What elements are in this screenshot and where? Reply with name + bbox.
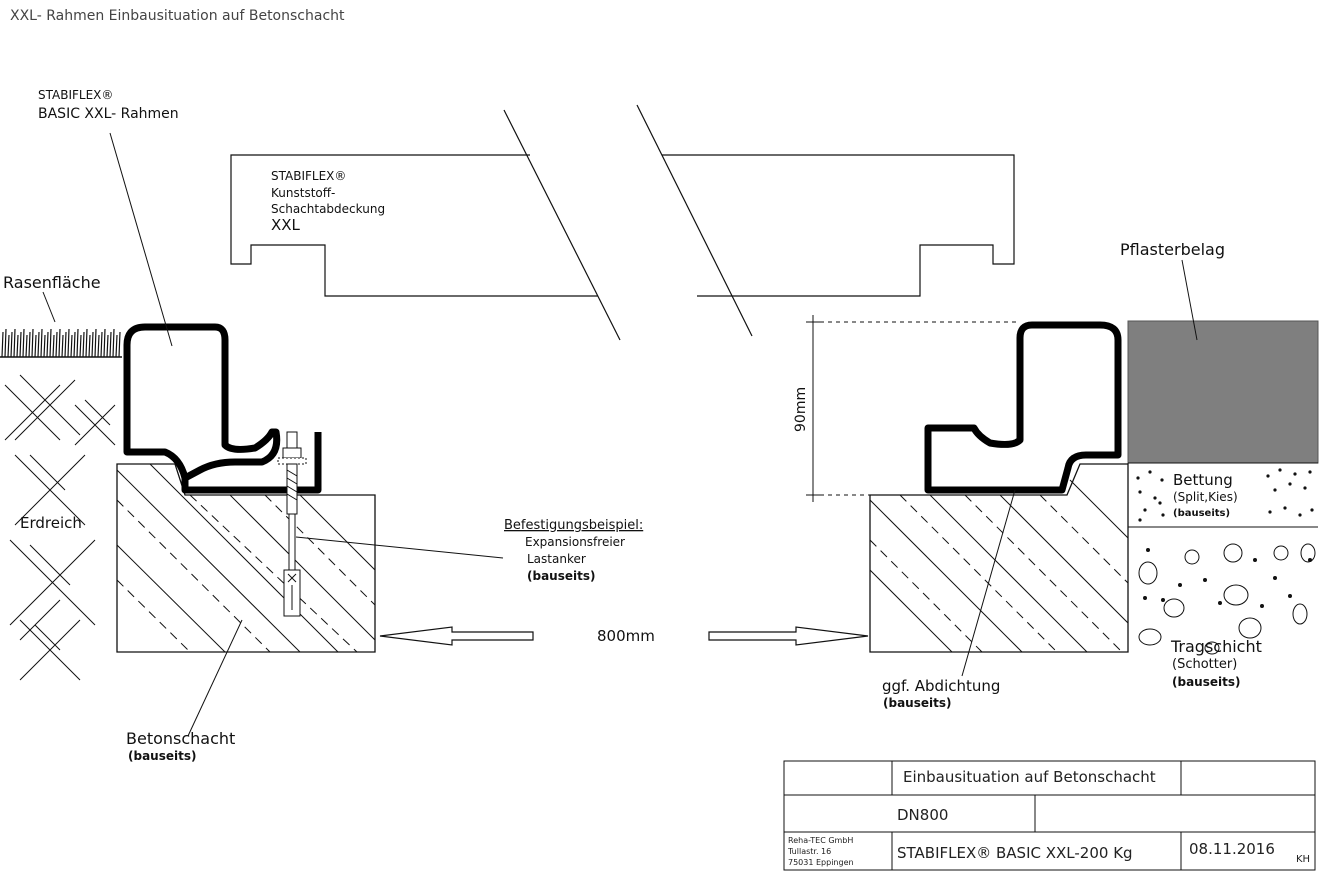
right-frame-profile bbox=[924, 321, 1122, 494]
title-block-author: KH bbox=[1296, 854, 1310, 865]
height-dimension bbox=[806, 315, 1020, 502]
cover-line1-label: Kunststoff- bbox=[271, 186, 335, 200]
fixing-title-label: Befestigungsbeispiel: bbox=[504, 518, 643, 533]
base-layer-detail-label: (Schotter) bbox=[1172, 657, 1237, 672]
bedding-layer bbox=[1127, 462, 1318, 652]
title-block-company-line3: 75031 Eppingen bbox=[788, 858, 854, 867]
title-block-description: Einbausituation auf Betonschacht bbox=[903, 768, 1156, 786]
frame-name-label: BASIC XXL- Rahmen bbox=[38, 106, 179, 122]
cover-outline bbox=[230, 104, 1015, 341]
sealing-note-label: (bauseits) bbox=[883, 696, 951, 710]
fixing-note-label: (bauseits) bbox=[527, 569, 595, 583]
bedding-gravel-dots bbox=[1136, 468, 1314, 608]
fixing-line1-label: Expansionsfreier bbox=[525, 535, 625, 549]
title-block-product: STABIFLEX® BASIC XXL-200 Kg bbox=[897, 844, 1133, 862]
base-layer-note-label: (bauseits) bbox=[1172, 675, 1240, 689]
drawing-title: XXL- Rahmen Einbausituation auf Betonsch… bbox=[10, 8, 345, 24]
width-dimension-label: 800mm bbox=[597, 627, 655, 645]
title-block-size: DN800 bbox=[897, 806, 948, 824]
paving-label: Pflasterbelag bbox=[1120, 240, 1225, 259]
left-frame-profile bbox=[123, 323, 322, 494]
bedding-label: Bettung bbox=[1173, 471, 1233, 489]
soil-hatch bbox=[4, 374, 116, 681]
fixing-line2-label: Lastanker bbox=[527, 552, 586, 566]
leader-lines bbox=[42, 132, 1198, 737]
title-block-company-line2: Tullastr. 16 bbox=[787, 847, 831, 856]
cover-line2-label: Schachtabdeckung bbox=[271, 202, 385, 216]
frame-brand-label: STABIFLEX® bbox=[38, 88, 113, 102]
base-layer-stones bbox=[1138, 543, 1316, 655]
anchor-bolt bbox=[277, 431, 307, 617]
cover-brand-label: STABIFLEX® bbox=[271, 169, 346, 183]
soil-label: Erdreich bbox=[20, 514, 82, 532]
lawn-label: Rasenfläche bbox=[3, 273, 101, 292]
sealing-label: ggf. Abdichtung bbox=[882, 677, 1000, 695]
paving-block bbox=[1127, 320, 1319, 464]
shaft-label: Betonschacht bbox=[126, 729, 235, 748]
title-block-date: 08.11.2016 bbox=[1189, 840, 1275, 858]
cover-line3-label: XXL bbox=[271, 216, 301, 234]
left-concrete-shaft bbox=[116, 463, 376, 653]
title-block-company-line1: Reha-TEC GmbH bbox=[788, 836, 853, 845]
title-block bbox=[783, 760, 1316, 871]
width-arrow-right bbox=[708, 626, 869, 646]
height-dimension-label: 90mm bbox=[793, 387, 809, 432]
bedding-note-label: (bauseits) bbox=[1173, 508, 1230, 519]
lawn-hatch bbox=[1, 328, 121, 358]
base-layer-label: Tragschicht bbox=[1170, 637, 1262, 656]
bedding-detail-label: (Split,Kies) bbox=[1173, 490, 1238, 504]
width-arrow-left bbox=[379, 626, 534, 646]
shaft-note-label: (bauseits) bbox=[128, 749, 196, 763]
